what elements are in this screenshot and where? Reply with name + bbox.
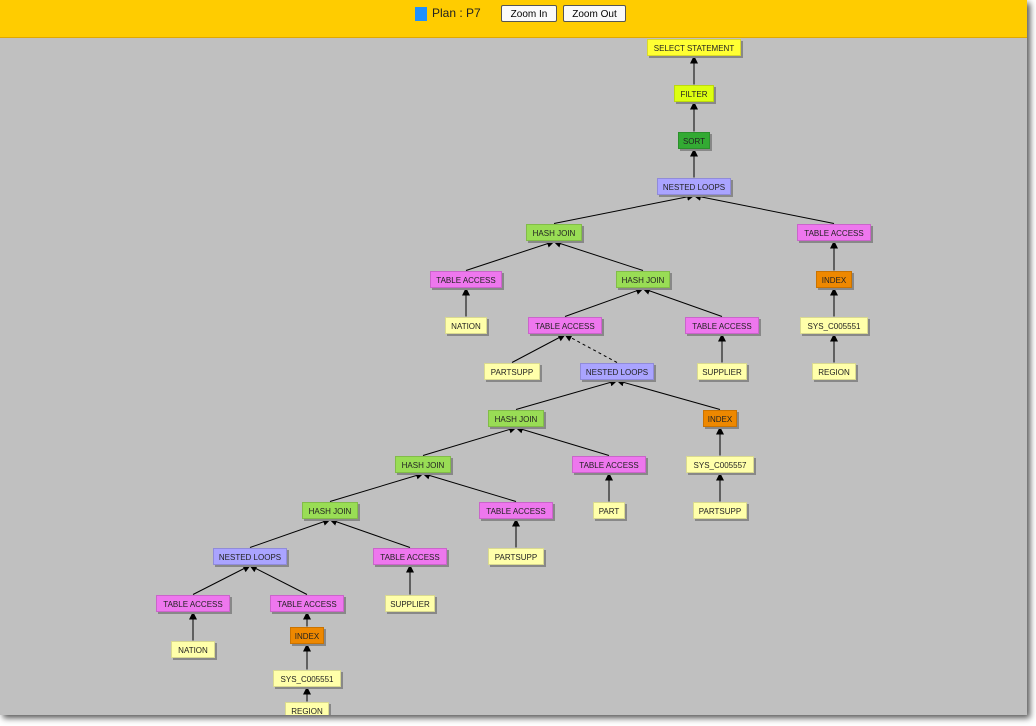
plan-node-hash-join[interactable]: HASH JOIN	[488, 409, 544, 427]
plan-edge	[553, 192, 695, 224]
plan-node-supplier[interactable]: SUPPLIER	[697, 362, 747, 380]
plan-node-supplier[interactable]: SUPPLIER	[385, 594, 435, 612]
plan-edge	[329, 471, 424, 502]
plan-node-region[interactable]: REGION	[285, 701, 329, 715]
plan-node-nested-loops[interactable]: NESTED LOOPS	[213, 547, 287, 565]
plan-node-table-access[interactable]: TABLE ACCESS	[430, 270, 502, 288]
plan-node-hash-join[interactable]: HASH JOIN	[526, 223, 582, 241]
plan-edge	[249, 518, 331, 548]
plan-edge	[329, 518, 411, 548]
plan-node-hash-join[interactable]: HASH JOIN	[302, 501, 358, 519]
plan-node-index[interactable]: INDEX	[816, 270, 852, 288]
plan-edge	[515, 378, 618, 410]
plan-edge	[249, 565, 308, 595]
plan-node-nested-loops[interactable]: NESTED LOOPS	[580, 362, 654, 380]
plan-node-table-access[interactable]: TABLE ACCESS	[270, 594, 344, 612]
plan-edge	[422, 425, 517, 456]
plan-node-sys-c005551[interactable]: SYS_C005551	[800, 316, 868, 334]
zoom-out-button[interactable]: Zoom Out	[563, 5, 626, 22]
plan-node-part[interactable]: PART	[593, 501, 625, 519]
plan-node-sort[interactable]: SORT	[678, 131, 710, 149]
plan-node-table-access[interactable]: TABLE ACCESS	[572, 455, 646, 473]
plan-node-index[interactable]: INDEX	[703, 409, 737, 427]
plan-edge	[616, 378, 721, 410]
plan-node-partsupp[interactable]: PARTSUPP	[488, 547, 544, 565]
plan-edge	[422, 471, 517, 502]
plan-edge	[642, 287, 723, 317]
plan-node-table-access[interactable]: TABLE ACCESS	[797, 223, 871, 241]
plan-node-index[interactable]: INDEX	[290, 626, 324, 644]
plan-node-partsupp[interactable]: PARTSUPP	[484, 362, 540, 380]
plan-title: Plan : P7	[432, 6, 481, 20]
zoom-in-button[interactable]: Zoom In	[501, 5, 557, 22]
plan-edge	[553, 239, 644, 271]
plan-node-table-access[interactable]: TABLE ACCESS	[373, 547, 447, 565]
plan-node-table-access[interactable]: TABLE ACCESS	[685, 316, 759, 334]
plan-edge	[564, 334, 618, 363]
plan-node-partsupp[interactable]: PARTSUPP	[693, 501, 747, 519]
toolbar: Plan : P7 Zoom In Zoom Out	[0, 0, 1027, 38]
plan-node-nested-loops[interactable]: NESTED LOOPS	[657, 177, 731, 195]
plan-edges	[189, 55, 838, 702]
plan-node-region[interactable]: REGION	[812, 362, 856, 380]
plan-node-hash-join[interactable]: HASH JOIN	[395, 455, 451, 473]
plan-edge	[693, 192, 835, 224]
plan-node-table-access[interactable]: TABLE ACCESS	[156, 594, 230, 612]
plan-edge	[564, 287, 644, 317]
plan-node-sys-c005551[interactable]: SYS_C005551	[273, 669, 341, 687]
plan-edge	[515, 425, 610, 456]
plan-node-select-statement[interactable]: SELECT STATEMENT	[647, 38, 741, 56]
plan-viewer-window: SELECT STATEMENT FILTER SORT NESTED LOOPS HA…	[0, 0, 1027, 715]
plan-node-filter[interactable]: FILTER	[674, 84, 714, 102]
plan-icon	[415, 7, 427, 21]
plan-node-hash-join[interactable]: HASH JOIN	[616, 270, 670, 288]
plan-node-sys-c005557[interactable]: SYS_C005557	[686, 455, 754, 473]
plan-node-nation[interactable]: NATION	[445, 316, 487, 334]
plan-node-table-access[interactable]: TABLE ACCESS	[528, 316, 602, 334]
plan-node-table-access[interactable]: TABLE ACCESS	[479, 501, 553, 519]
plan-node-nation[interactable]: NATION	[171, 640, 215, 658]
plan-edge	[511, 334, 566, 363]
plan-edge	[192, 565, 251, 595]
plan-edge	[465, 239, 555, 271]
